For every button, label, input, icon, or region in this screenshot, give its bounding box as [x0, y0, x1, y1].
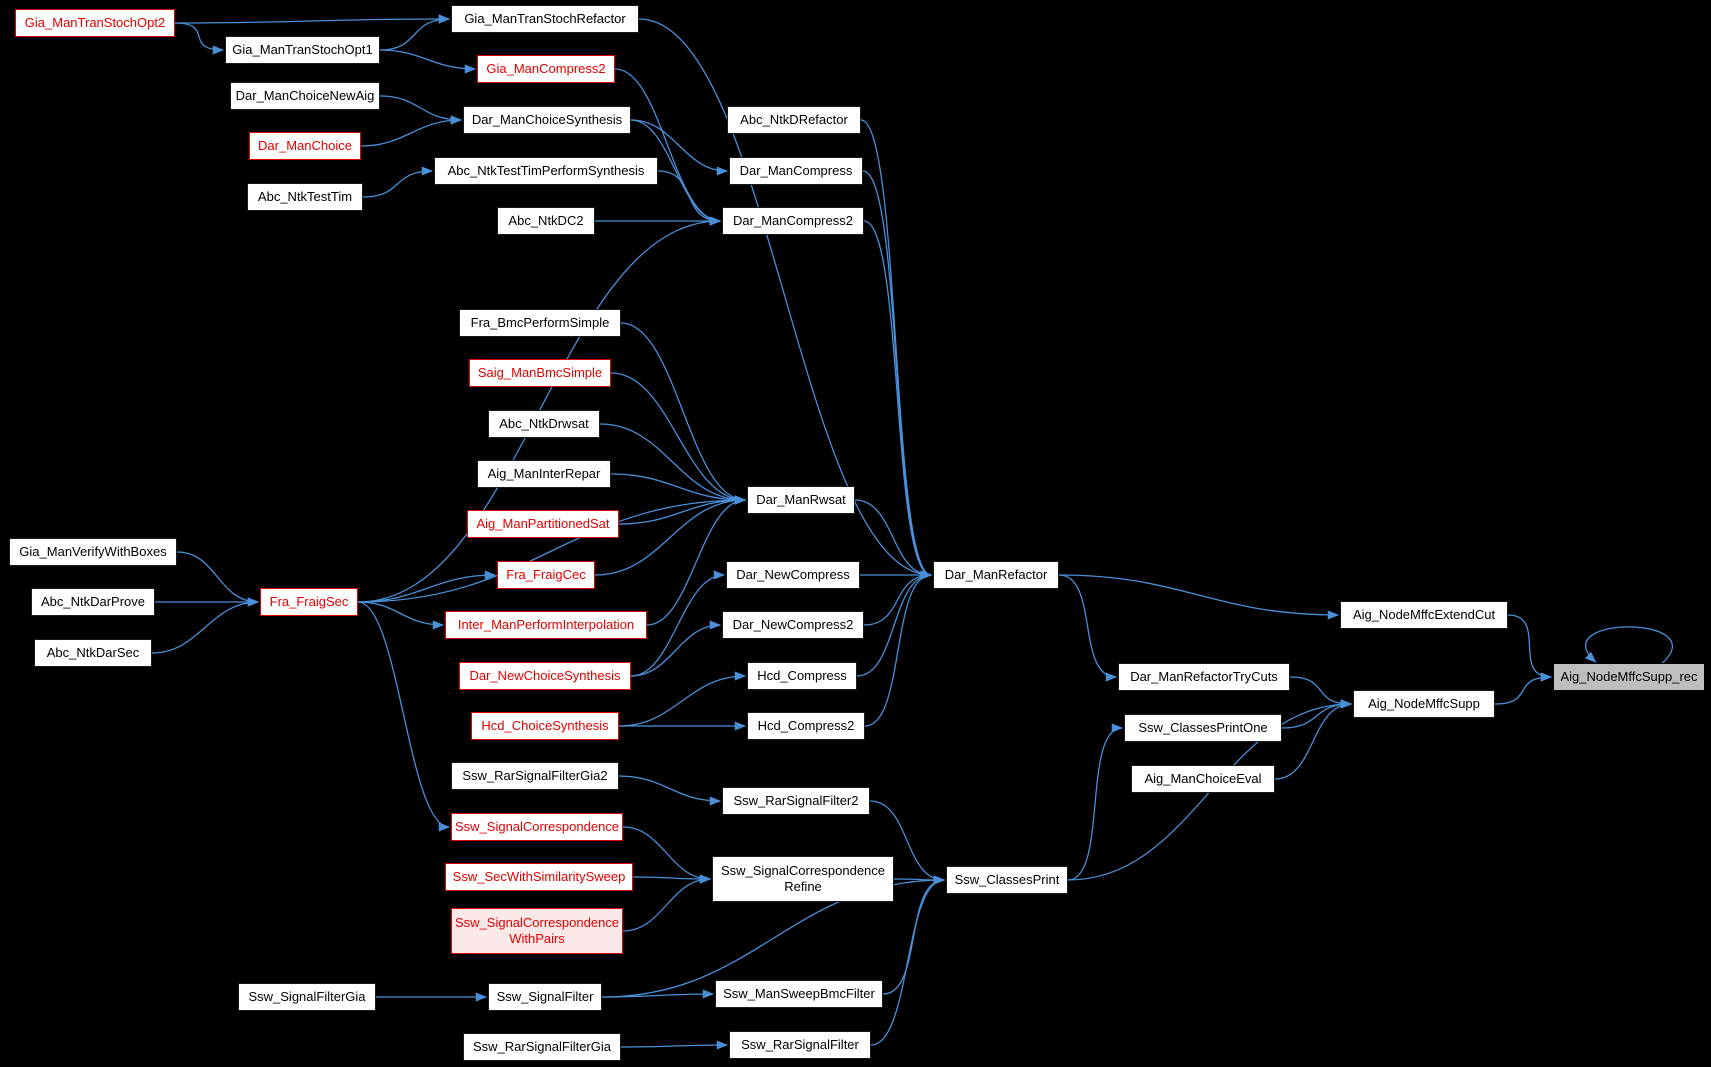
graph-node-Aig_ManChoiceEval[interactable]: Aig_ManChoiceEval	[1131, 765, 1275, 793]
edge-Dar_ManRwsat-to-Dar_ManRefactor	[854, 499, 933, 580]
graph-node-Dar_ManRwsat[interactable]: Dar_ManRwsat	[747, 486, 855, 514]
graph-node-Dar_ManChoiceNewAig[interactable]: Dar_ManChoiceNewAig	[230, 82, 380, 110]
graph-node-Dar_ManChoiceSynthesis[interactable]: Dar_ManChoiceSynthesis	[463, 106, 631, 134]
edge-Hcd_Compress-to-Dar_ManRefactor	[856, 570, 933, 677]
edge-Ssw_SignalCorrespondence-to-Ssw_SignalCorrespondenceRefine	[622, 826, 712, 884]
graph-node-Ssw_SignalFilter[interactable]: Ssw_SignalFilter	[488, 983, 602, 1011]
graph-node-Saig_ManBmcSimple[interactable]: Saig_ManBmcSimple	[469, 359, 611, 387]
graph-node-Aig_ManPartitionedSat[interactable]: Aig_ManPartitionedSat	[467, 510, 619, 538]
edge-Ssw_SecWithSimilaritySweep-to-Ssw_SignalCorrespondenceRefine	[632, 874, 712, 884]
graph-node-Ssw_ClassesPrintOne[interactable]: Ssw_ClassesPrintOne	[1124, 714, 1282, 742]
edge-Dar_ManCompress2-to-Dar_ManRefactor	[863, 220, 933, 580]
edge-Fra_BmcPerformSimple-to-Dar_ManRwsat	[620, 322, 747, 505]
edge-Aig_NodeMffcExtendCut-to-Aig_NodeMffcSupp_rec	[1507, 614, 1553, 682]
edge-Ssw_ClassesPrint-to-Ssw_ClassesPrintOne	[1067, 723, 1124, 881]
edge-Abc_NtkTestTimPerformSynthesis-to-Dar_ManCompress2	[657, 170, 722, 226]
graph-node-Hcd_ChoiceSynthesis[interactable]: Hcd_ChoiceSynthesis	[471, 712, 619, 740]
graph-node-Ssw_RarSignalFilter[interactable]: Ssw_RarSignalFilter	[729, 1031, 871, 1059]
edge-Ssw_RarSignalFilter-to-Ssw_ClassesPrint	[870, 875, 946, 1046]
edge-Fra_FraigSec-to-Ssw_SignalCorrespondence	[357, 601, 451, 832]
edge-Fra_FraigSec-to-Inter_ManPerformInterpolation	[357, 601, 445, 630]
graph-node-Ssw_ClassesPrint[interactable]: Ssw_ClassesPrint	[946, 866, 1068, 894]
edge-Aig_NodeMffcSupp_rec-to-Aig_NodeMffcSupp_rec	[1584, 626, 1673, 664]
edge-Ssw_RarSignalFilterGia2-to-Ssw_RarSignalFilter2	[618, 775, 722, 806]
edge-Aig_ManChoiceEval-to-Aig_NodeMffcSupp	[1274, 699, 1353, 780]
edge-Gia_ManVerifyWithBoxes-to-Fra_FraigSec	[176, 551, 260, 607]
graph-node-Abc_NtkDarSec[interactable]: Abc_NtkDarSec	[34, 639, 152, 667]
edge-Ssw_SignalFilter-to-Ssw_ManSweepBmcFilter	[601, 989, 715, 999]
graph-node-Abc_NtkDRefactor[interactable]: Abc_NtkDRefactor	[727, 106, 861, 134]
graph-node-Fra_FraigCec[interactable]: Fra_FraigCec	[497, 561, 595, 589]
edge-Hcd_ChoiceSynthesis-to-Hcd_Compress	[618, 671, 747, 727]
edge-Hcd_Compress2-to-Dar_ManRefactor	[864, 570, 933, 727]
graph-node-Ssw_SecWithSimilaritySweep[interactable]: Ssw_SecWithSimilaritySweep	[445, 863, 633, 891]
edge-Aig_NodeMffcSupp-to-Aig_NodeMffcSupp_rec	[1494, 672, 1553, 705]
graph-node-Gia_ManCompress2[interactable]: Gia_ManCompress2	[477, 55, 615, 83]
edge-Abc_NtkTestTim-to-Abc_NtkTestTimPerformSynthesis	[362, 166, 434, 198]
edge-Dar_ManChoiceNewAig-to-Dar_ManChoiceSynthesis	[379, 95, 463, 125]
graph-node-Abc_NtkTestTim[interactable]: Abc_NtkTestTim	[247, 183, 363, 211]
graph-node-Dar_ManChoice[interactable]: Dar_ManChoice	[249, 132, 361, 160]
graph-node-Ssw_RarSignalFilterGia[interactable]: Ssw_RarSignalFilterGia	[463, 1033, 621, 1061]
graph-node-Abc_NtkTestTimPerformSynthesis[interactable]: Abc_NtkTestTimPerformSynthesis	[434, 157, 658, 185]
graph-node-Abc_NtkDarProve[interactable]: Abc_NtkDarProve	[31, 588, 155, 616]
edge-Gia_ManTranStochOpt2-to-Gia_ManTranStochOpt1	[174, 22, 225, 55]
edge-Dar_ManRefactor-to-Dar_ManRefactorTryCuts	[1058, 574, 1118, 682]
graph-node-Gia_ManTranStochOpt1[interactable]: Gia_ManTranStochOpt1	[225, 36, 380, 64]
graph-node-Abc_NtkDrwsat[interactable]: Abc_NtkDrwsat	[488, 410, 600, 438]
edge-Dar_ManRefactorTryCuts-to-Aig_NodeMffcSupp	[1289, 676, 1353, 709]
graph-node-Gia_ManTranStochRefactor[interactable]: Gia_ManTranStochRefactor	[451, 5, 639, 33]
graph-node-Hcd_Compress[interactable]: Hcd_Compress	[747, 662, 857, 690]
edge-Dar_ManChoice-to-Dar_ManChoiceSynthesis	[360, 115, 463, 147]
graph-node-Dar_NewCompress2[interactable]: Dar_NewCompress2	[722, 611, 864, 639]
edge-Abc_NtkDrwsat-to-Dar_ManRwsat	[599, 423, 747, 505]
graph-node-Gia_ManVerifyWithBoxes[interactable]: Gia_ManVerifyWithBoxes	[9, 538, 177, 566]
graph-node-Dar_ManCompress[interactable]: Dar_ManCompress	[729, 157, 863, 185]
edge-Ssw_SignalCorrespondenceRefine-to-Ssw_ClassesPrint	[893, 875, 946, 885]
edge-Dar_ManCompress-to-Dar_ManRefactor	[862, 170, 933, 580]
edge-Abc_NtkDarSec-to-Fra_FraigSec	[151, 597, 260, 654]
graph-node-Ssw_SignalCorrespondence[interactable]: Ssw_SignalCorrespondence	[451, 813, 623, 841]
graph-node-Aig_NodeMffcSupp[interactable]: Aig_NodeMffcSupp	[1353, 690, 1495, 718]
graph-node-Inter_ManPerformInterpolation[interactable]: Inter_ManPerformInterpolation	[445, 611, 647, 639]
graph-node-Dar_NewCompress[interactable]: Dar_NewCompress	[726, 561, 860, 589]
graph-node-Aig_NodeMffcExtendCut[interactable]: Aig_NodeMffcExtendCut	[1340, 601, 1508, 629]
edge-Fra_FraigSec-to-Fra_FraigCec	[357, 570, 497, 603]
graph-node-Dar_ManCompress2[interactable]: Dar_ManCompress2	[722, 207, 864, 235]
graph-node-Gia_ManTranStochOpt2[interactable]: Gia_ManTranStochOpt2	[15, 9, 175, 37]
graph-node-Dar_ManRefactorTryCuts[interactable]: Dar_ManRefactorTryCuts	[1118, 663, 1290, 691]
graph-node-Hcd_Compress2[interactable]: Hcd_Compress2	[747, 712, 865, 740]
edge-Ssw_SignalCorrespondenceWithPairs-to-Ssw_SignalCorrespondenceRefine	[622, 874, 712, 932]
graph-node-Fra_BmcPerformSimple[interactable]: Fra_BmcPerformSimple	[459, 309, 621, 337]
edge-Saig_ManBmcSimple-to-Dar_ManRwsat	[610, 372, 747, 505]
edge-Gia_ManTranStochOpt2-to-Gia_ManTranStochRefactor	[174, 14, 451, 24]
edge-Aig_ManPartitionedSat-to-Dar_ManRwsat	[618, 495, 747, 525]
edge-Gia_ManTranStochOpt1-to-Gia_ManCompress2	[379, 49, 477, 74]
graph-node-Ssw_RarSignalFilterGia2[interactable]: Ssw_RarSignalFilterGia2	[451, 762, 619, 790]
edge-Dar_ManRefactor-to-Aig_NodeMffcExtendCut	[1058, 574, 1340, 620]
edge-Ssw_ClassesPrintOne-to-Aig_NodeMffcSupp	[1281, 699, 1353, 729]
edge-Aig_ManInterRepar-to-Dar_ManRwsat	[610, 473, 747, 505]
graph-node-Ssw_SignalCorrespondenceRefine[interactable]: Ssw_SignalCorrespondence Refine	[712, 856, 894, 902]
edge-Dar_NewCompress2-to-Dar_ManRefactor	[863, 570, 933, 626]
graph-node-Aig_NodeMffcSupp_rec[interactable]: Aig_NodeMffcSupp_rec	[1553, 663, 1705, 691]
graph-node-Ssw_SignalCorrespondenceWithPairs[interactable]: Ssw_SignalCorrespondence WithPairs	[451, 908, 623, 954]
edge-Ssw_RarSignalFilterGia-to-Ssw_RarSignalFilter	[620, 1040, 729, 1050]
edge-Gia_ManCompress2-to-Dar_ManCompress2	[614, 68, 722, 226]
graph-node-Ssw_ManSweepBmcFilter[interactable]: Ssw_ManSweepBmcFilter	[715, 980, 883, 1008]
graph-node-Aig_ManInterRepar[interactable]: Aig_ManInterRepar	[477, 460, 611, 488]
graph-node-Dar_ManRefactor[interactable]: Dar_ManRefactor	[933, 561, 1059, 589]
graph-node-Fra_FraigSec[interactable]: Fra_FraigSec	[260, 588, 358, 616]
edge-Abc_NtkDRefactor-to-Dar_ManRefactor	[860, 119, 933, 580]
graph-node-Ssw_SignalFilterGia[interactable]: Ssw_SignalFilterGia	[238, 983, 376, 1011]
edge-Gia_ManTranStochOpt1-to-Gia_ManTranStochRefactor	[379, 14, 451, 51]
graph-node-Ssw_RarSignalFilter2[interactable]: Ssw_RarSignalFilter2	[722, 787, 870, 815]
graph-node-Dar_NewChoiceSynthesis[interactable]: Dar_NewChoiceSynthesis	[459, 662, 631, 690]
graph-node-Abc_NtkDC2[interactable]: Abc_NtkDC2	[497, 207, 595, 235]
